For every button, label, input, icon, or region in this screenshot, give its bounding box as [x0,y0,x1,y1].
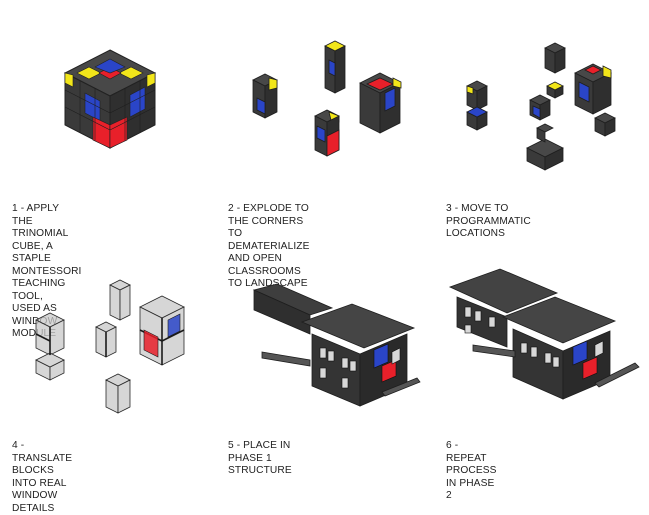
relocated-blocks-figure [466,42,616,171]
trinomial-cube-figure [63,49,157,149]
step-6-caption: 6 - REPEAT PROCESS IN PHASE 2 [446,440,497,501]
step-1-caption: 1 - APPLY THE TRINOMIAL CUBE, A STAPLE M… [12,203,82,339]
phase-1-building-figure [252,283,421,407]
step-4-caption: 4 - TRANSLATE BLOCKS INTO REAL WINDOW DE… [12,440,73,514]
window-details-figure [35,279,185,414]
step-3-caption: 3 - MOVE TO PROGRAMMATIC LOCATIONS [446,203,531,239]
step-2-caption: 2 - EXPLODE TO THE CORNERS TO DEMATERIAL… [228,203,310,289]
exploded-cube-figure [252,40,402,157]
step-5-caption: 5 - PLACE IN PHASE 1 STRUCTURE [228,440,292,476]
phase-2-building-figure [448,268,640,400]
